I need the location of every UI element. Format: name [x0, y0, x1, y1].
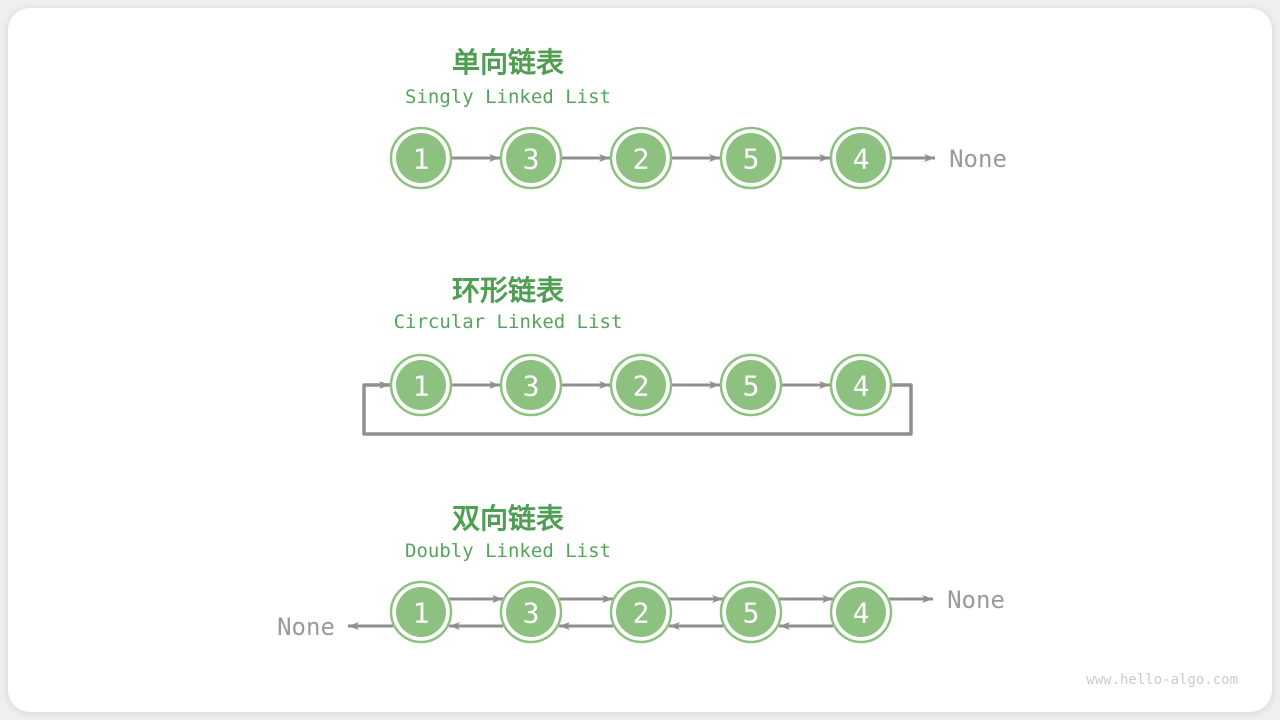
node-circle: [836, 587, 886, 637]
node-circle: [396, 133, 446, 183]
list-node: 3: [499, 580, 563, 644]
node-circle: [836, 360, 886, 410]
list-node: 4: [829, 353, 893, 417]
list-node: 2: [609, 126, 673, 190]
node-value: 4: [853, 370, 870, 403]
node-value: 2: [633, 597, 650, 630]
node-circle: [616, 360, 666, 410]
doubly-linked-list-diagram: 1 3 2 5 4 None None: [277, 580, 1005, 644]
list-node: 4: [829, 126, 893, 190]
node-circle: [616, 133, 666, 183]
loop-back-arrow: [362, 381, 913, 436]
circular-title-en: Circular Linked List: [393, 311, 623, 333]
list-node: 5: [719, 126, 783, 190]
singly-linked-list-diagram: 1 3 2 5 4 None: [389, 126, 1007, 190]
list-node: 1: [389, 126, 453, 190]
node-circle: [726, 587, 776, 637]
node-value: 1: [413, 597, 430, 630]
none-label-right: None: [947, 586, 1005, 614]
none-label: None: [949, 145, 1007, 173]
list-node: 5: [719, 353, 783, 417]
node-circle: [506, 587, 556, 637]
diagram-card: 单向链表 Singly Linked List 1 3: [8, 8, 1272, 712]
singly-title-zh: 单向链表: [451, 46, 564, 79]
node-value: 3: [523, 597, 540, 630]
node-value: 5: [743, 370, 760, 403]
doubly-title-en: Doubly Linked List: [405, 540, 611, 562]
node-circle: [396, 587, 446, 637]
node-value: 4: [853, 597, 870, 630]
node-circle: [726, 133, 776, 183]
singly-title-en: Singly Linked List: [405, 86, 611, 108]
circular-title-zh: 环形链表: [451, 274, 564, 307]
node-value: 3: [523, 143, 540, 176]
node-value: 1: [413, 370, 430, 403]
node-circle: [726, 360, 776, 410]
node-value: 5: [743, 143, 760, 176]
doubly-title-zh: 双向链表: [451, 502, 564, 535]
node-value: 5: [743, 597, 760, 630]
node-value: 4: [853, 143, 870, 176]
list-node: 2: [609, 580, 673, 644]
none-label-left: None: [277, 613, 335, 641]
list-node: 1: [389, 353, 453, 417]
node-circle: [836, 133, 886, 183]
node-value: 1: [413, 143, 430, 176]
node-circle: [506, 360, 556, 410]
list-node: 1: [389, 580, 453, 644]
circular-linked-list-diagram: 1 3 2 5 4: [362, 353, 913, 436]
node-value: 2: [633, 143, 650, 176]
list-node: 5: [719, 580, 783, 644]
node-circle: [396, 360, 446, 410]
node-value: 3: [523, 370, 540, 403]
node-circle: [616, 587, 666, 637]
list-node: 2: [609, 353, 673, 417]
node-value: 2: [633, 370, 650, 403]
list-node: 3: [499, 126, 563, 190]
list-node: 4: [829, 580, 893, 644]
watermark: www.hello-algo.com: [1086, 672, 1238, 688]
node-circle: [506, 133, 556, 183]
list-node: 3: [499, 353, 563, 417]
